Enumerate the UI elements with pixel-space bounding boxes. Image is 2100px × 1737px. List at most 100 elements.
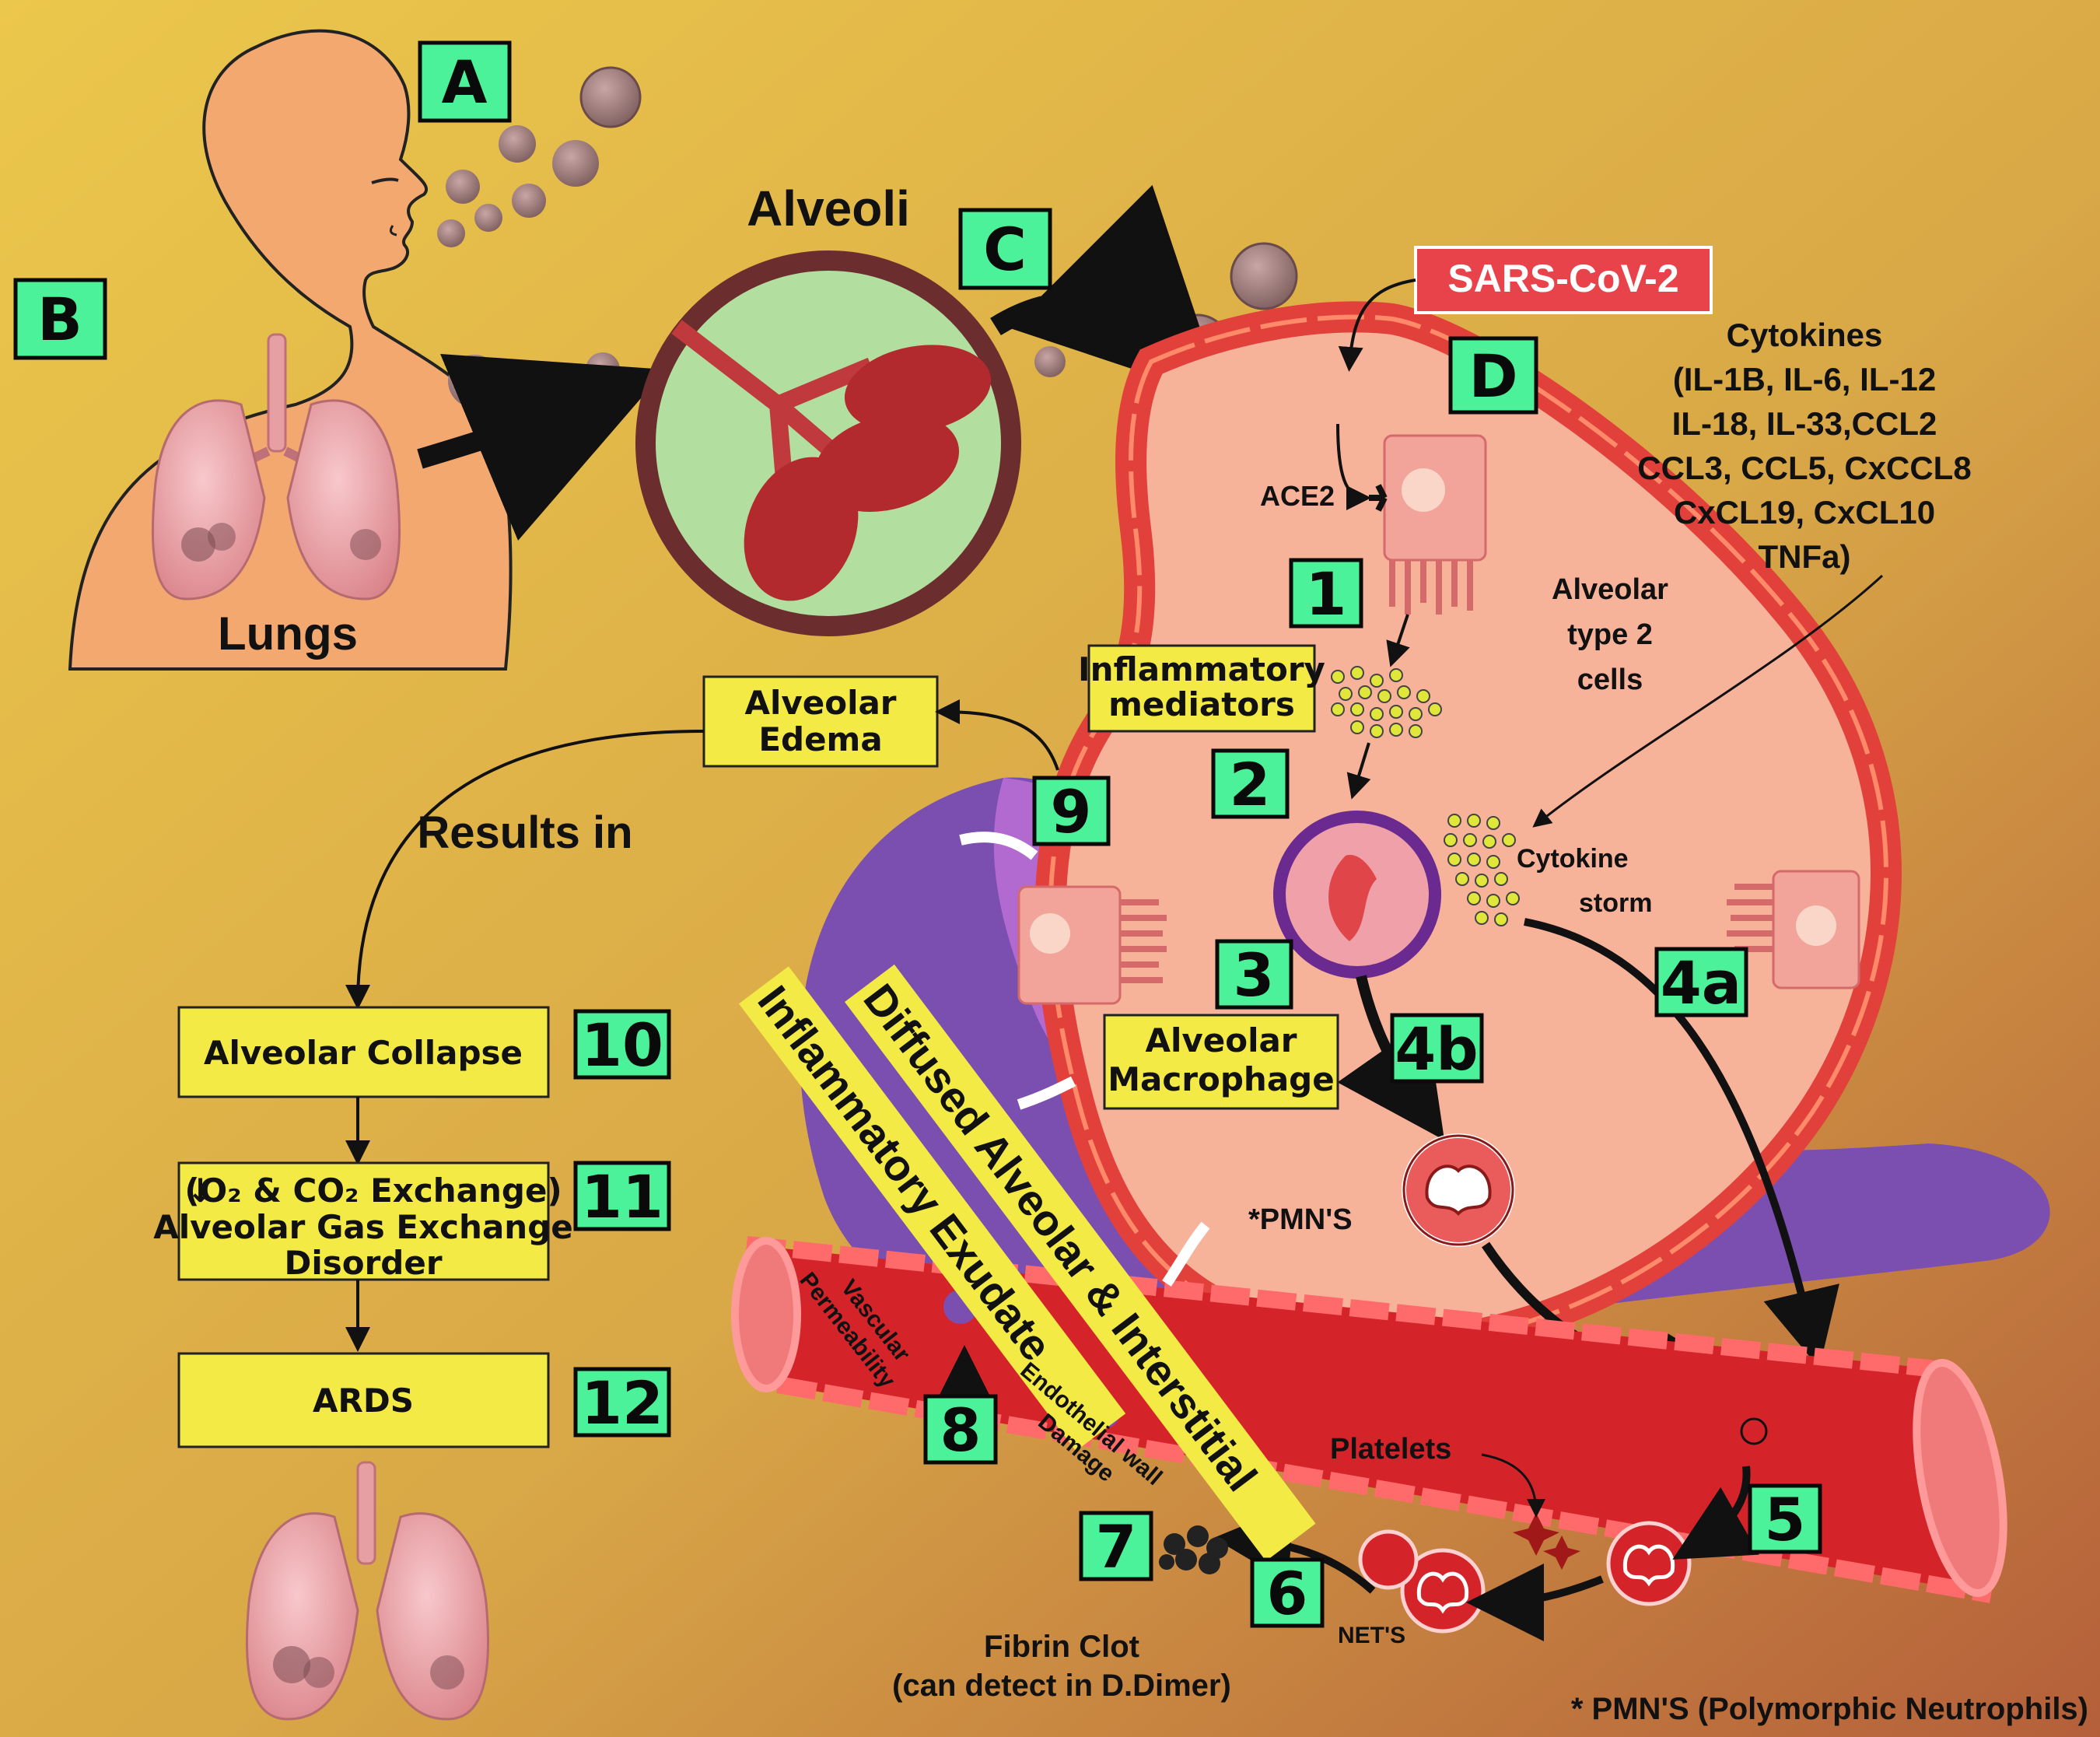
alveolar-type2-label: Alveolar type 2 cells — [1552, 573, 1668, 696]
white-arrow-icon — [1162, 1221, 1210, 1287]
svg-text:D: D — [1468, 341, 1517, 411]
alveolar-type2-cell-left — [1017, 885, 1167, 1005]
alveolar-collapse-box: Alveolar Collapse — [177, 1006, 550, 1098]
badge-B: B — [13, 278, 107, 360]
eye-icon — [371, 177, 399, 184]
gas-exchange-label-2: Alveolar Gas Exchange — [153, 1208, 573, 1246]
virus-icon — [446, 170, 480, 204]
sars-label: SARS-CoV-2 — [1447, 257, 1678, 300]
badge-1: 1 — [1289, 558, 1363, 629]
svg-text:9: 9 — [1051, 777, 1092, 846]
badge-6: 6 — [1250, 1557, 1325, 1628]
svg-text:4b: 4b — [1395, 1014, 1478, 1084]
footnote: * PMN'S (Polymorphic Neutrophils) — [1571, 1692, 2088, 1726]
fibrin-clot-icon — [1159, 1525, 1228, 1574]
badge-4b: 4b — [1390, 1013, 1484, 1084]
platelets-icon — [1513, 1513, 1580, 1570]
inflammatory-mediators-box: Inflammatory mediators — [1078, 644, 1325, 733]
fibrin-clot-label-2: (can detect in D.Dimer) — [892, 1669, 1231, 1703]
badge-2: 2 — [1211, 748, 1290, 819]
gas-exchange-label-3: Disorder — [284, 1244, 442, 1282]
badge-A: A — [418, 40, 512, 123]
virus-icon — [512, 184, 546, 218]
cytokines-line-5: CxCL19, CxCL10 — [1674, 494, 1935, 531]
badge-C: C — [958, 208, 1052, 290]
cytokines-line-1: Cytokines — [1727, 317, 1883, 353]
pmn-cell — [1402, 1133, 1515, 1247]
platelets-label: Platelets — [1330, 1433, 1451, 1466]
inflammatory-mediators-line-2: mediators — [1108, 685, 1295, 723]
cytokine-storm-dots — [1444, 814, 1520, 926]
cytokine-storm-label-1: Cytokine — [1517, 844, 1629, 874]
svg-text:3: 3 — [1234, 940, 1275, 1010]
svg-text:1: 1 — [1306, 559, 1347, 629]
alveolar-macrophage-line-1: Alveolar — [1145, 1021, 1297, 1059]
cytokine-storm-label-2: storm — [1579, 888, 1652, 918]
white-arrow-icon — [1017, 1076, 1076, 1110]
pmn-label: *PMN'S — [1248, 1203, 1353, 1236]
svg-text:8: 8 — [940, 1396, 982, 1465]
virus-icon — [499, 125, 536, 163]
gas-exchange-down-arrow: ↓ — [187, 1171, 214, 1210]
inflammatory-mediators-line-1: Inflammatory — [1078, 650, 1325, 688]
virus-icon — [474, 204, 502, 232]
virus-icon — [1034, 346, 1066, 377]
vessel-opening-right — [1913, 1359, 2007, 1597]
alveolar-type2-line-3: cells — [1577, 664, 1643, 696]
pmn-migration-icon — [1740, 1417, 1768, 1445]
inflammatory-mediators-dots — [1331, 666, 1442, 738]
arrow-to-alveolus — [990, 184, 1224, 400]
alveolar-macrophage-cell — [1273, 811, 1441, 979]
alveolar-macrophage-box: Alveolar Macrophage — [1103, 1014, 1339, 1110]
white-arrow-icon — [959, 832, 1038, 860]
cytokines-line-3: IL-18, IL-33,CCL2 — [1672, 405, 1937, 442]
virus-icon — [527, 437, 555, 465]
arrow-cytokine-to-vessel — [1524, 918, 1839, 1368]
ards-box: ARDS — [177, 1352, 550, 1448]
virus-icon — [437, 219, 465, 247]
svg-text:5: 5 — [1765, 1485, 1806, 1554]
svg-text:2: 2 — [1230, 750, 1271, 819]
ards-label: ARDS — [313, 1382, 414, 1420]
svg-text:11: 11 — [581, 1162, 663, 1231]
alveoli-label: Alveoli — [747, 180, 910, 236]
alveolar-edema-box: Alveolar Edema — [702, 675, 939, 768]
svg-text:4a: 4a — [1661, 948, 1741, 1017]
nets-label: NET'S — [1338, 1623, 1405, 1648]
badge-D: D — [1448, 336, 1538, 415]
svg-text:A: A — [442, 47, 488, 117]
results-in-label: Results in — [417, 807, 632, 858]
gas-exchange-label-1: (O₂ & CO₂ Exchange) — [184, 1171, 562, 1210]
alveolar-macrophage-line-2: Macrophage — [1108, 1060, 1334, 1098]
fibrin-clot-label-1: Fibrin Clot — [984, 1630, 1139, 1664]
svg-text:C: C — [983, 215, 1027, 284]
badge-9: 9 — [1032, 776, 1111, 846]
ards-lungs-illustration — [246, 1461, 489, 1721]
virus-icon — [1132, 210, 1163, 241]
cytokines-line-6: TNFa) — [1759, 538, 1851, 575]
virus-icon — [448, 355, 501, 408]
arrow-5 — [1672, 1466, 1759, 1560]
alveolar-collapse-label: Alveolar Collapse — [204, 1034, 523, 1072]
svg-text:12: 12 — [581, 1368, 663, 1438]
arrow-to-alveoli — [417, 353, 667, 541]
ace2-label: ACE2 — [1260, 480, 1335, 512]
exudate-label-box-1 — [844, 964, 1316, 1561]
exudate-label-box-2 — [739, 966, 1126, 1452]
arrow-macrophage-to-pmn — [1337, 975, 1445, 1140]
badge-3: 3 — [1215, 939, 1293, 1010]
vessel-opening-left — [731, 1237, 801, 1392]
svg-text:B: B — [37, 285, 82, 354]
svg-text:6: 6 — [1267, 1559, 1308, 1628]
alveolar-type2-line-2: type 2 — [1567, 618, 1653, 651]
lungs-illustration — [151, 333, 401, 601]
pmn-in-vessel — [1358, 1521, 1692, 1634]
badge-11: 11 — [573, 1161, 671, 1231]
sars-label-box — [1414, 246, 1713, 314]
virus-icon — [552, 140, 599, 187]
cytokines-list: Cytokines (IL-1B, IL-6, IL-12 IL-18, IL-… — [1637, 317, 1971, 575]
arrow-pmn-to-nets — [1466, 1563, 1604, 1641]
gas-exchange-box: ↓ (O₂ & CO₂ Exchange) Alveolar Gas Excha… — [153, 1161, 573, 1282]
alveolar-wall-cells — [1048, 314, 1888, 1346]
